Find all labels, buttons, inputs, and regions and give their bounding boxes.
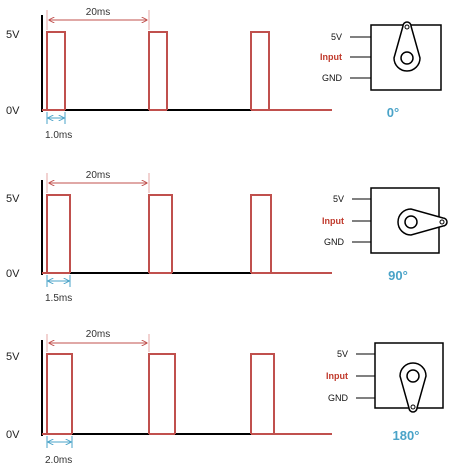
period-label: 20ms bbox=[86, 170, 110, 181]
pin-label-gnd: GND bbox=[324, 237, 345, 247]
panel-0: 5V 0V 20ms 1.0ms 5V Input GND bbox=[6, 7, 442, 141]
angle-label: 0° bbox=[387, 105, 399, 120]
high-level-label: 5V bbox=[6, 193, 20, 205]
servo: 5V Input GND 90° bbox=[322, 187, 448, 283]
pin-label-gnd: GND bbox=[328, 393, 349, 403]
horn-hole bbox=[439, 219, 445, 225]
servo-horn bbox=[399, 362, 427, 413]
pin-label-input: Input bbox=[322, 216, 344, 226]
pulse-width-label: 1.0ms bbox=[45, 130, 72, 141]
pin-label-5v: 5V bbox=[331, 32, 342, 42]
low-level-label: 0V bbox=[6, 268, 20, 280]
servo: 5V Input GND 0° bbox=[320, 21, 442, 120]
horn-hub bbox=[404, 215, 418, 229]
horn-hub bbox=[400, 51, 414, 65]
pulse bbox=[148, 31, 168, 110]
servo-horn bbox=[393, 21, 421, 72]
panel-1: 5V 0V 20ms 1.5ms 5V Input GND 90° bbox=[6, 170, 448, 304]
pin-label-5v: 5V bbox=[333, 194, 344, 204]
low-level-label: 0V bbox=[6, 105, 20, 117]
pin-label-gnd: GND bbox=[322, 73, 343, 83]
servo: 5V Input GND 180° bbox=[326, 342, 444, 443]
period-label: 20ms bbox=[86, 7, 110, 18]
pulse bbox=[250, 194, 272, 273]
angle-label: 90° bbox=[388, 268, 408, 283]
low-level-label: 0V bbox=[6, 429, 20, 441]
pulse bbox=[46, 194, 71, 273]
pulse-width-label: 1.5ms bbox=[45, 293, 72, 304]
pin-label-5v: 5V bbox=[337, 349, 348, 359]
pulse bbox=[46, 31, 66, 110]
pulse bbox=[148, 353, 176, 434]
horn-hole bbox=[410, 404, 416, 410]
high-level-label: 5V bbox=[6, 29, 20, 41]
pulse bbox=[250, 353, 275, 434]
pin-label-input: Input bbox=[326, 371, 348, 381]
pulse bbox=[46, 353, 73, 434]
pin-label-input: Input bbox=[320, 52, 342, 62]
servo-horn bbox=[397, 208, 448, 236]
pulse bbox=[148, 194, 173, 273]
angle-label: 180° bbox=[393, 428, 420, 443]
period-label: 20ms bbox=[86, 329, 110, 340]
horn-hub bbox=[406, 369, 420, 383]
pulse-width-label: 2.0ms bbox=[45, 455, 72, 466]
high-level-label: 5V bbox=[6, 351, 20, 363]
horn-hole bbox=[404, 24, 410, 30]
panel-2: 5V 0V 20ms 2.0ms 5V Input GND 180° bbox=[6, 329, 444, 466]
pulse bbox=[250, 31, 270, 110]
